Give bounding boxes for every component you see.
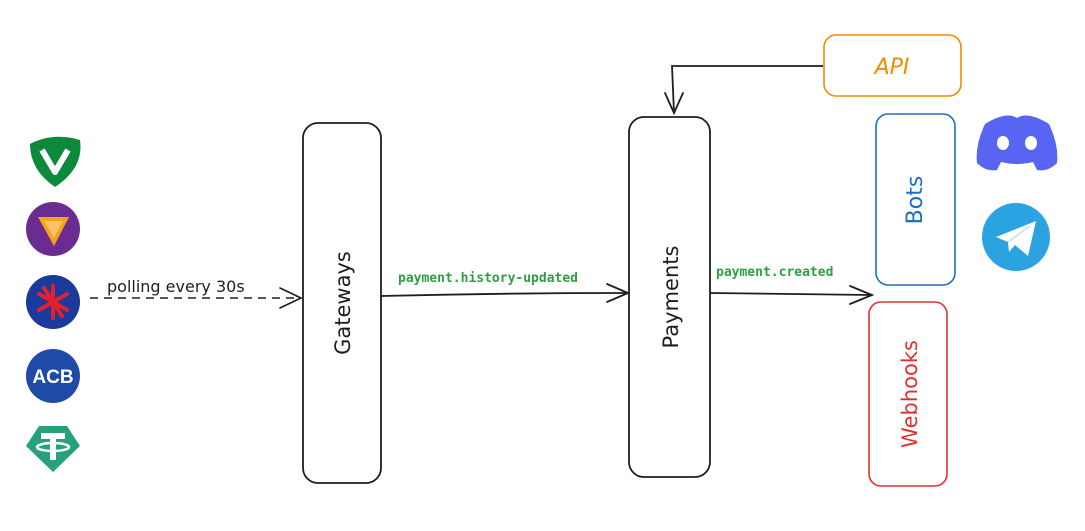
- gateways-box: [302, 122, 382, 484]
- acb-logo: ACB: [26, 349, 80, 403]
- history-updated-label: payment.history-updated: [398, 271, 578, 286]
- tether-logo: [26, 426, 80, 472]
- payments-box: [628, 116, 711, 478]
- created-label: payment.created: [716, 265, 833, 280]
- api-arrow: [664, 65, 823, 116]
- telegram-icon: [982, 203, 1050, 271]
- vietcombank-logo: [30, 136, 81, 187]
- mbbank-logo: [26, 275, 80, 329]
- payments-label: Payments: [659, 246, 683, 349]
- api-box: [823, 34, 962, 97]
- bots-label: Bots: [903, 176, 928, 225]
- created-arrow: [709, 285, 875, 305]
- gateways-label: Gateways: [331, 251, 355, 355]
- api-label: API: [873, 55, 910, 80]
- tpbank-logo: [26, 202, 80, 256]
- webhooks-box: [868, 301, 948, 487]
- bots-box: [875, 113, 956, 286]
- discord-icon: [976, 115, 1058, 171]
- webhooks-label: Webhooks: [898, 340, 922, 448]
- polling-label: polling every 30s: [107, 277, 245, 296]
- history-updated-arrow: [380, 283, 631, 303]
- polling-arrow: [90, 287, 303, 309]
- acb-logo-text: ACB: [32, 367, 73, 388]
